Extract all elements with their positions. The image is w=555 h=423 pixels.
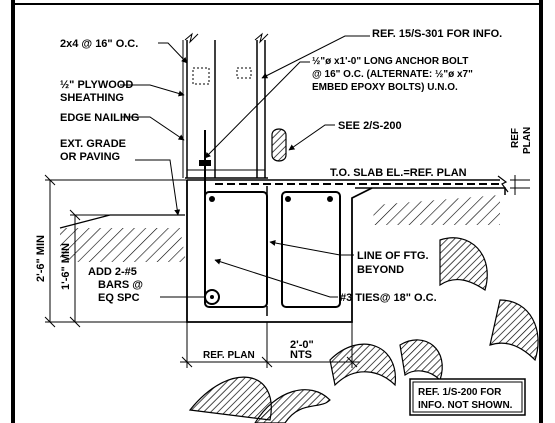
- footing: [186, 180, 373, 323]
- label-ref-info: REF. 15/S-301 FOR INFO.: [372, 28, 502, 40]
- slab: [187, 175, 509, 195]
- earth-right: [372, 195, 500, 225]
- label-plywood-2: SHEATHING: [60, 92, 124, 104]
- label-note-1: REF. 1/S-200 FOR: [418, 387, 502, 398]
- label-slab-el: T.O. SLAB EL.=REF. PLAN: [330, 167, 467, 179]
- label-line-ftg-2: BEYOND: [357, 264, 404, 276]
- label-stud: 2x4 @ 16" O.C.: [60, 38, 138, 50]
- label-ref-plan-side-2: PLAN: [522, 127, 533, 154]
- stud-wall: [182, 32, 287, 238]
- label-nts: NTS: [290, 349, 312, 361]
- label-add-bars-2: BARS @: [98, 279, 143, 291]
- leader-lines: [120, 35, 370, 298]
- label-anchor-2: @ 16" O.C. (ALTERNATE: ½"ø x7": [312, 69, 473, 80]
- dimension-lines: [44, 174, 530, 368]
- label-note-2: INFO. NOT SHOWN.: [418, 400, 513, 411]
- label-dim-2-0: 2'-0": [290, 339, 314, 351]
- label-add-bars-1: ADD 2-#5: [88, 266, 137, 278]
- label-edge-nailing: EDGE NAILING: [60, 112, 139, 124]
- label-grade-1: EXT. GRADE: [60, 138, 126, 150]
- label-ref-plan-side-1: REF: [510, 128, 521, 148]
- label-dim-1-6: 1'-6" MIN: [60, 243, 72, 290]
- info-note-box: [409, 378, 526, 416]
- label-dim-2-6: 2'-6" MIN: [35, 235, 47, 282]
- label-anchor-3: EMBED EPOXY BOLTS) U.N.O.: [312, 82, 458, 93]
- label-ref-plan-bottom: REF. PLAN: [203, 350, 255, 361]
- label-grade-2: OR PAVING: [60, 151, 120, 163]
- label-line-ftg-1: LINE OF FTG.: [357, 250, 429, 262]
- label-ties: #3 TIES@ 18" O.C.: [340, 292, 437, 304]
- watermark-shapes: [188, 237, 539, 423]
- label-add-bars-3: EQ SPC: [98, 292, 140, 304]
- label-see-detail: SEE 2/S-200: [338, 120, 402, 132]
- label-anchor-1: ½"ø x1'-0" LONG ANCHOR BOLT: [312, 56, 468, 67]
- label-plywood-1: ½" PLYWOOD: [60, 79, 133, 91]
